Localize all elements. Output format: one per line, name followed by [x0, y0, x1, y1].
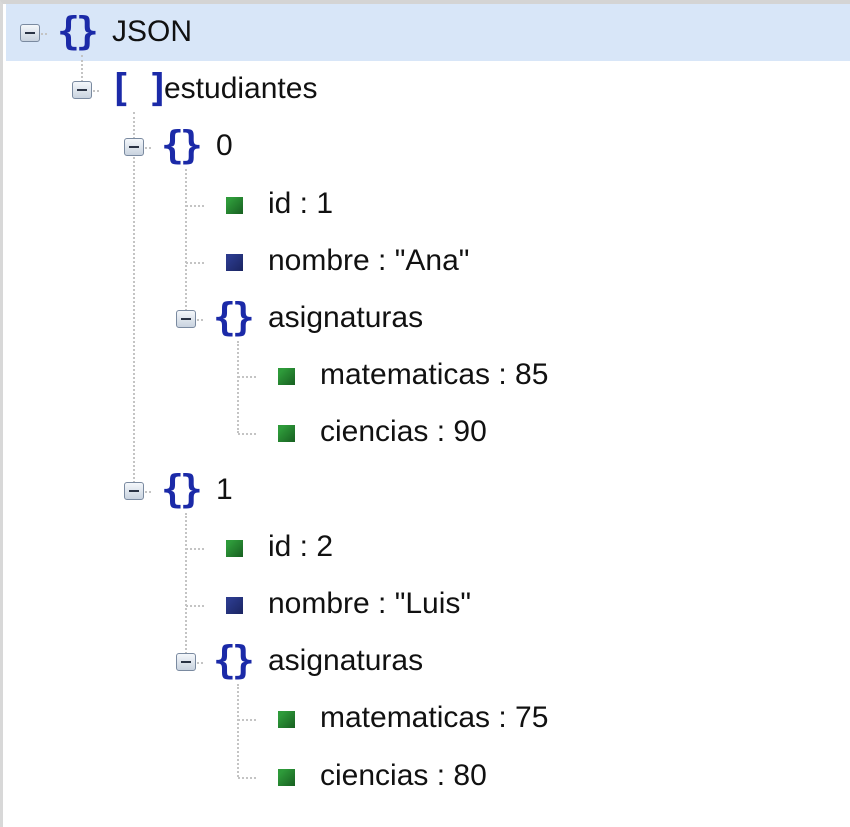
tree-connector — [237, 684, 239, 777]
tree-connector — [237, 341, 239, 434]
node-label[interactable]: id : 1 — [268, 186, 334, 220]
string-value-icon — [226, 253, 243, 271]
tree-row[interactable] — [6, 290, 850, 347]
object-brace-icon: {} — [213, 638, 255, 683]
tree-row[interactable] — [6, 176, 850, 233]
node-label[interactable]: 0 — [216, 129, 233, 163]
collapse-toggle-icon[interactable] — [124, 481, 144, 500]
collapse-toggle-icon[interactable] — [20, 24, 40, 42]
node-label[interactable]: nombre : "Ana" — [268, 243, 470, 277]
tree-row[interactable] — [6, 4, 850, 61]
object-brace-icon: {} — [57, 9, 99, 53]
node-label[interactable]: matematicas : 75 — [320, 701, 549, 735]
number-value-icon — [226, 196, 243, 214]
node-label[interactable]: 1 — [216, 472, 233, 506]
collapse-toggle-icon[interactable] — [72, 81, 92, 100]
tree-connector — [197, 662, 203, 665]
tree-connector — [186, 547, 204, 550]
tree-connector — [93, 90, 99, 93]
node-label[interactable]: ciencias : 80 — [320, 758, 487, 792]
node-label[interactable]: ciencias : 90 — [320, 415, 487, 449]
node-label[interactable]: estudiantes — [164, 72, 318, 106]
number-value-icon — [278, 711, 295, 729]
object-brace-icon: {} — [161, 123, 203, 168]
object-brace-icon: {} — [213, 295, 255, 339]
tree-row[interactable] — [6, 633, 850, 690]
number-value-icon — [278, 768, 295, 786]
node-label[interactable]: id : 2 — [268, 529, 334, 563]
tree-connector — [81, 55, 83, 91]
object-brace-icon: {} — [161, 466, 203, 511]
tree-connector — [238, 376, 256, 379]
number-value-icon — [226, 539, 243, 557]
tree-connector — [186, 605, 204, 607]
tree-connector — [41, 33, 47, 35]
tree-connector — [145, 490, 151, 493]
collapse-toggle-icon[interactable] — [176, 653, 196, 672]
node-label[interactable]: JSON — [112, 15, 193, 48]
array-bracket-icon: [ ] — [109, 66, 170, 111]
number-value-icon — [278, 425, 295, 443]
tree-connector — [238, 433, 256, 436]
tree-connector — [186, 261, 204, 264]
tree-connector — [185, 512, 187, 663]
node-label[interactable]: nombre : "Luis" — [268, 587, 472, 620]
collapse-toggle-icon[interactable] — [176, 310, 196, 328]
string-value-icon — [226, 597, 243, 614]
collapse-toggle-icon[interactable] — [124, 138, 144, 157]
tree-connector — [238, 776, 256, 779]
tree-connector — [145, 147, 151, 150]
tree-connector — [133, 112, 135, 491]
tree-connector — [186, 204, 204, 207]
node-label[interactable]: asignaturas — [268, 644, 424, 678]
tree-connector — [185, 169, 187, 319]
tree-connector — [238, 719, 256, 722]
tree-connector — [197, 319, 203, 321]
number-value-icon — [278, 368, 295, 386]
node-label[interactable]: matematicas : 85 — [320, 358, 549, 392]
tree-row[interactable] — [6, 519, 850, 576]
node-label[interactable]: asignaturas — [268, 301, 424, 334]
